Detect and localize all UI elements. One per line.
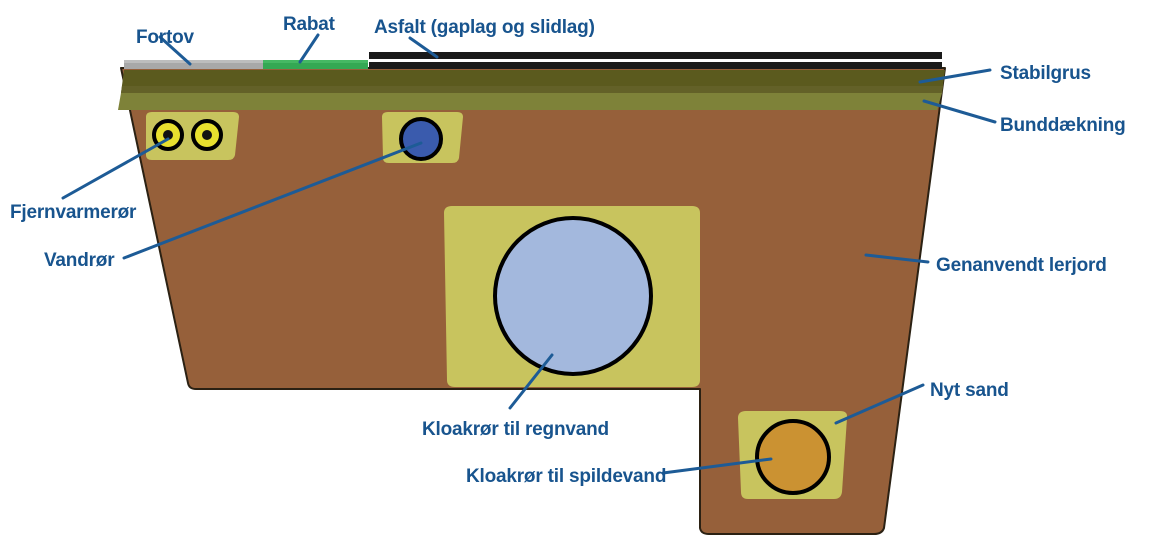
label-nyt-sand: Nyt sand bbox=[930, 380, 1009, 401]
fjernvarme-pipe-left bbox=[152, 119, 184, 151]
label-fortov: Fortov bbox=[136, 27, 195, 48]
surface-asfalt-slidlag bbox=[369, 52, 942, 59]
leader-nyt-sand bbox=[834, 383, 925, 425]
leader-fjernvarmeror bbox=[61, 137, 170, 200]
surface-fortov-highlight bbox=[124, 60, 263, 63]
layer-stabilgrus-shade bbox=[121, 86, 943, 93]
fjernvarme-pipe-right bbox=[191, 119, 223, 151]
leader-asfalt bbox=[408, 36, 439, 59]
label-genanvendt-lerjord: Genanvendt lerjord bbox=[936, 255, 1107, 276]
label-vandror: Vandrør bbox=[44, 250, 115, 271]
label-kloakror-spildevand: Kloakrør til spildevand bbox=[466, 466, 666, 487]
leader-kloakror-regnvand bbox=[508, 353, 554, 410]
leader-stabilgrus bbox=[918, 68, 992, 84]
label-rabat: Rabat bbox=[283, 14, 336, 35]
leader-fortov bbox=[158, 35, 192, 66]
vandror-pipe bbox=[399, 117, 443, 161]
surface-fortov bbox=[124, 60, 263, 69]
surface-rabat-highlight bbox=[263, 60, 368, 63]
surface-rabat bbox=[263, 60, 368, 69]
leader-vandror bbox=[122, 141, 423, 260]
kloakror-spildevand-pipe bbox=[755, 419, 831, 495]
surface-asfalt-gap bbox=[369, 59, 942, 62]
leader-genanvendt-lerjord bbox=[864, 253, 930, 264]
surface-asfalt-gaplag bbox=[369, 62, 942, 69]
label-fjernvarmeror: Fjernvarmerør bbox=[10, 202, 137, 223]
leader-rabat bbox=[298, 33, 320, 64]
kloakror-regnvand-pipe bbox=[493, 216, 653, 376]
layer-bunddaekning bbox=[118, 93, 942, 110]
label-asfalt: Asfalt (gaplag og slidlag) bbox=[374, 17, 595, 38]
label-stabilgrus: Stabilgrus bbox=[1000, 63, 1091, 84]
leader-bunddaekning bbox=[922, 99, 997, 124]
label-bunddaekning: Bunddækning bbox=[1000, 115, 1126, 136]
label-kloakror-regnvand: Kloakrør til regnvand bbox=[422, 419, 609, 440]
leader-kloakror-spildevand bbox=[661, 457, 773, 475]
